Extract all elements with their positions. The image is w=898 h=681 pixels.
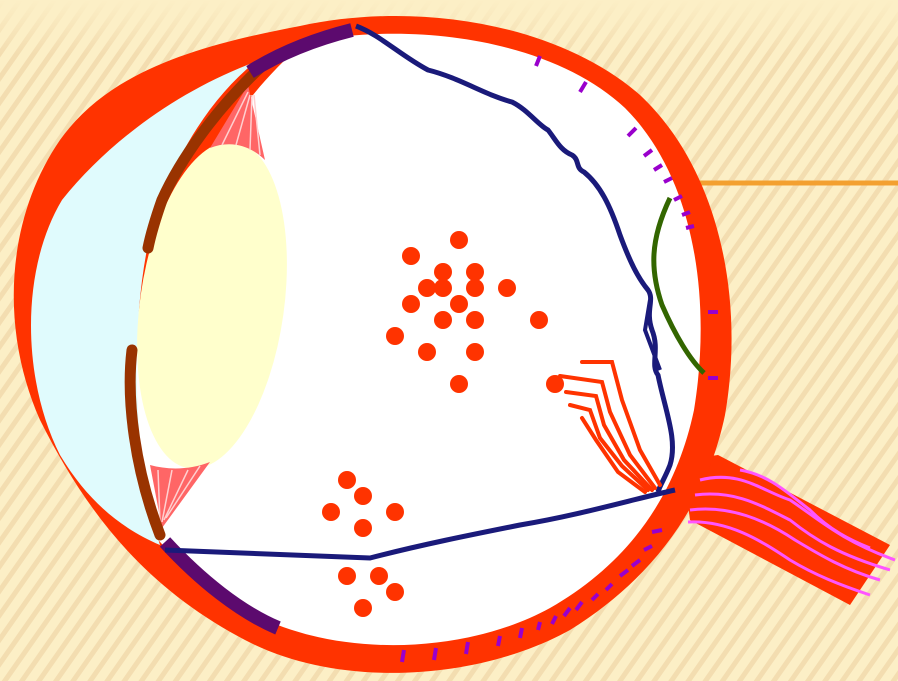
eye-diagram xyxy=(0,0,898,681)
